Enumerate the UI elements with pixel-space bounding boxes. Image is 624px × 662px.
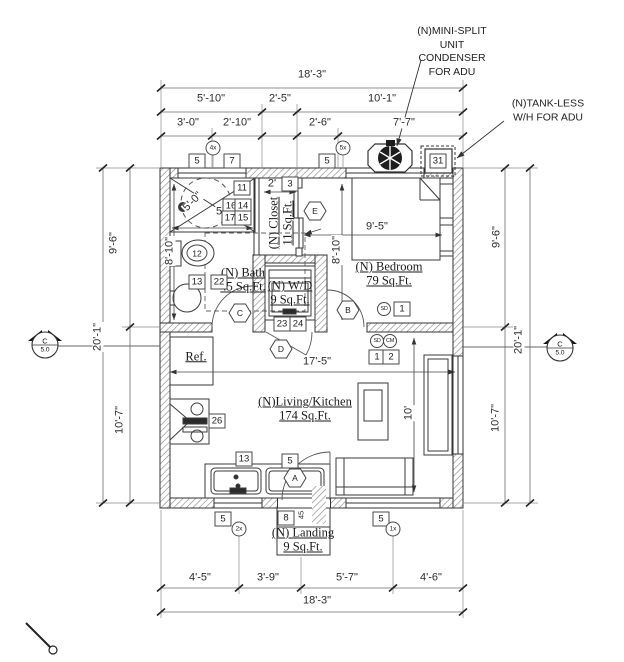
section-marker-right — [463, 333, 577, 362]
keynote-box-31: 31 — [429, 153, 447, 169]
sofa — [335, 457, 414, 496]
keynote-box-3: 3 — [281, 176, 299, 192]
keynote-box-13: 13 — [235, 451, 253, 467]
bed — [351, 177, 441, 261]
keynote-box-8: 8 — [277, 510, 295, 526]
table — [357, 382, 389, 441]
door-tag-hexagons — [228, 201, 360, 488]
keynote-box-5: 5 — [188, 153, 206, 169]
keynote-box-2: 2 — [382, 349, 400, 365]
keynote-ellipse-12: 12 — [186, 244, 208, 262]
section-marker-left — [28, 330, 160, 359]
keynote-box-7: 7 — [223, 153, 241, 169]
keynote-box-24: 24 — [289, 316, 307, 332]
keynote-box-26: 26 — [208, 413, 226, 429]
landing-outline — [276, 507, 331, 556]
keynote-circle-SD: SD — [370, 334, 384, 348]
mini-split-condenser — [367, 140, 413, 173]
keynote-circle-SD: SD — [377, 302, 391, 316]
keynote-circle-5x: 5x — [335, 140, 351, 156]
keynote-circle-2x: 2x — [231, 521, 247, 537]
keynote-box-23: 23 — [273, 316, 291, 332]
washer-dryer — [264, 265, 316, 321]
stove — [169, 398, 210, 445]
keynote-box-22: 22 — [210, 274, 228, 290]
keynote-box-5: 5 — [281, 453, 299, 469]
kitchen-sink — [204, 463, 331, 499]
keynote-box-15: 15 — [234, 210, 252, 226]
keynote-box-5: 5 — [318, 153, 336, 169]
keynote-box-5: 5 — [214, 511, 232, 527]
keynote-box-13: 13 — [188, 274, 206, 290]
refrigerator — [169, 336, 214, 386]
ceiling-dashed-outline — [204, 232, 306, 312]
keynote-circle-4x: 4x — [205, 140, 221, 156]
doors — [211, 285, 365, 501]
keynote-circle-1x: 1x — [385, 521, 401, 537]
bedroom-shelves — [439, 183, 454, 257]
window-seat — [423, 354, 453, 456]
keynote-circle-CM: CM — [383, 334, 397, 348]
keynote-box-1: 1 — [393, 301, 411, 317]
keynote-box-5: 5 — [372, 511, 390, 527]
corner-leader — [25, 622, 58, 655]
threshold-hatch — [312, 486, 326, 524]
keynote-box-11: 11 — [233, 180, 251, 196]
